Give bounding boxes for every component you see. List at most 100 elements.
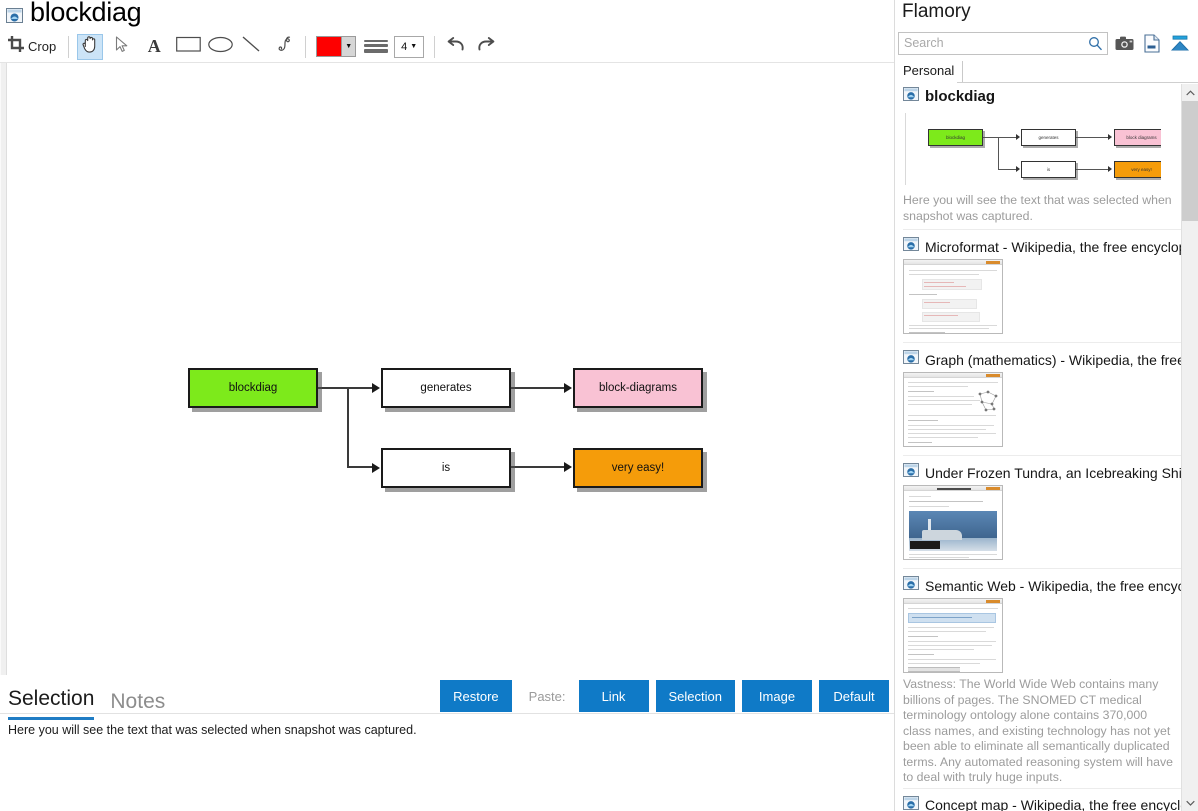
text-tool-button[interactable]: A [141,34,167,60]
note-icon[interactable] [1140,31,1164,55]
list-item[interactable]: Concept map - Wikipedia, the free encycl… [903,791,1189,811]
toolbar-divider-2 [305,35,307,58]
sidebar-tab-bar: Personal [895,60,1198,84]
edge-generates-to-blockdiagrams [511,387,564,389]
snapshot-title: Graph (mathematics) - Wikipedia, the fre… [925,351,1189,368]
snapshot-thumbnail[interactable]: blockdiag generates block diagrams is ve… [903,109,1161,189]
paste-selection-button[interactable]: Selection [655,680,735,712]
rectangle-icon [175,36,201,58]
image-window-icon [903,237,919,256]
snapshot-header: Microformat - Wikipedia, the free encycl… [903,237,1189,256]
freehand-tool-button[interactable] [273,34,299,60]
diagram-node-generates[interactable]: generates [381,368,511,408]
rectangle-tool-button[interactable] [175,34,201,60]
snapshot-title: Semantic Web - Wikipedia, the free encyc… [925,577,1189,594]
ellipse-tool-button[interactable] [207,34,233,60]
text-a-icon: A [147,36,161,56]
tab-personal[interactable]: Personal [901,61,964,82]
edge-branch-to-generates [347,387,373,389]
list-separator [903,787,1181,789]
snapshot-thumbnail[interactable] [903,259,1003,334]
bottom-tabs-divider [0,713,894,714]
bottom-tab-bar: Selection Notes [0,680,165,720]
node-label: generates [420,382,472,394]
canvas-vertical-scrollbar[interactable] [0,63,7,675]
sidebar-title: Flamory [902,1,971,22]
paste-link-button[interactable]: Link [578,680,649,712]
scrollbar-thumb[interactable] [1182,101,1198,221]
chevron-down-icon[interactable]: ▼ [341,37,356,56]
snapshot-title: Concept map - Wikipedia, the free encycl… [925,797,1189,811]
drawing-canvas[interactable]: blockdiag generates block-diagrams is ve… [0,63,894,675]
snapshot-thumbnail[interactable] [903,598,1003,673]
restore-button[interactable]: Restore [440,680,512,712]
cursor-arrow-icon [115,35,129,58]
edge-blockdiag-branch [318,387,348,389]
flamory-sidebar: Flamory [894,0,1198,811]
paste-default-button[interactable]: Default [819,680,889,712]
list-item[interactable]: Graph (mathematics) - Wikipedia, the fre… [903,345,1189,458]
image-editor-pane: blockdiag Crop [0,0,894,737]
undo-icon [445,35,467,58]
snapshot-header: Concept map - Wikipedia, the free encycl… [903,795,1189,811]
list-item[interactable]: Microformat - Wikipedia, the free encycl… [903,232,1189,345]
redo-button[interactable] [473,34,499,60]
scroll-down-icon[interactable] [1182,794,1198,811]
diagram-node-very-easy[interactable]: very easy! [573,448,703,488]
editor-title-row: blockdiag [0,0,894,30]
bottom-actions: Restore Paste: Link Selection Image Defa… [440,680,889,712]
snapshot-list[interactable]: blockdiag blockdiag generates block diag… [895,84,1198,811]
search-icon[interactable] [1088,36,1103,56]
image-window-icon [903,350,919,369]
search-input[interactable] [899,33,1085,53]
paste-label: Paste: [528,688,566,704]
edge-is-to-veryeasy [511,466,564,468]
diagram-node-is[interactable]: is [381,448,511,488]
snapshot-description: Here you will see the text that was sele… [903,193,1172,223]
diagram-node-blockdiag[interactable]: blockdiag [188,368,318,408]
crop-tool-button[interactable]: Crop [2,34,62,60]
snapshot-thumbnail[interactable] [903,485,1003,560]
scribble-icon [277,35,295,59]
line-icon [241,35,263,58]
pan-tool-button[interactable] [77,33,104,60]
arrowhead-block-diagrams [564,383,572,393]
snapshot-thumbnail[interactable] [903,372,1003,447]
tab-notes[interactable]: Notes [110,690,166,713]
edge-branch-vertical [347,387,349,467]
image-window-icon [903,795,919,811]
paste-image-button[interactable]: Image [742,680,812,712]
scroll-up-icon[interactable] [1182,84,1198,101]
page-thumbnail [904,373,1002,446]
search-field[interactable] [898,31,1108,56]
list-separator [903,229,1181,230]
list-separator [903,342,1181,343]
mini-node-block-diagrams: block diagrams [1114,129,1161,146]
camera-icon[interactable] [1112,31,1136,55]
scrollbar-thumb[interactable] [1,63,6,675]
color-swatch[interactable] [317,37,342,56]
list-item[interactable]: Semantic Web - Wikipedia, the free encyc… [903,571,1189,791]
collapse-up-icon[interactable] [1168,31,1192,55]
line-thickness-icon[interactable] [364,40,389,53]
list-item[interactable]: Under Frozen Tundra, an Icebreaking Ship… [903,458,1189,571]
diagram-node-block-diagrams[interactable]: block-diagrams [573,368,703,408]
tab-selection[interactable]: Selection [8,687,95,720]
selection-text: Here you will see the text that was sele… [8,723,417,737]
line-width-select[interactable]: 4 ▼ [394,35,425,58]
sidebar-scrollbar[interactable] [1181,84,1198,811]
line-tool-button[interactable] [239,34,265,60]
mini-node-blockdiag: blockdiag [928,129,983,146]
tab-bar-divider [957,82,1198,83]
select-tool-button[interactable] [109,34,135,60]
node-label: is [441,462,451,474]
undo-button[interactable] [443,34,469,60]
page-title: blockdiag [30,0,142,27]
color-picker[interactable]: ▼ [316,36,357,57]
arrowhead-very-easy [564,462,572,472]
editor-toolbar: Crop A [0,31,894,63]
list-item[interactable]: blockdiag blockdiag generates block diag… [903,84,1189,232]
toolbar-divider-1 [68,35,70,58]
list-separator [903,455,1181,456]
